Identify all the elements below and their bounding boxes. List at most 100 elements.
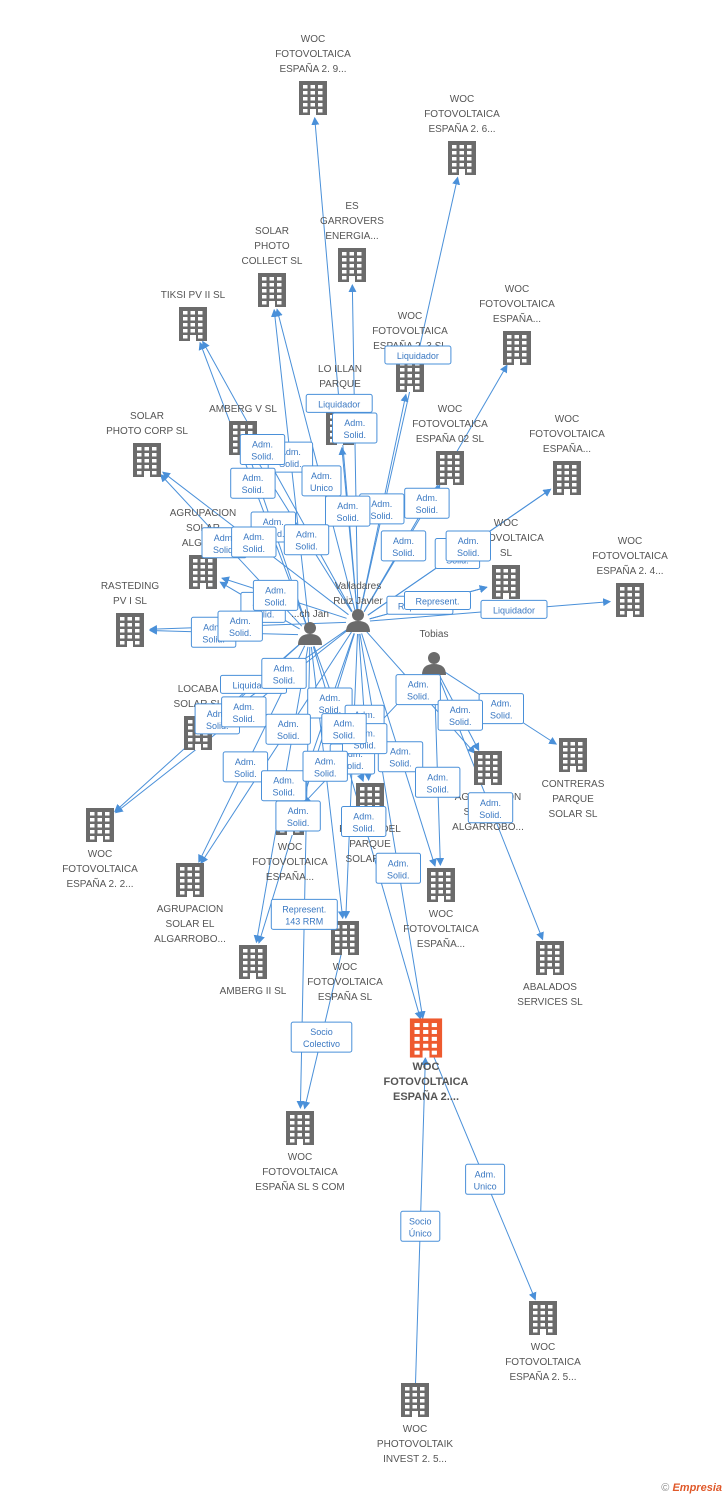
person-node-p3[interactable]: Tobias bbox=[420, 629, 449, 675]
edge-label-box bbox=[302, 750, 348, 782]
node-label: PV I SL bbox=[113, 596, 147, 607]
person-icon bbox=[422, 652, 446, 675]
edge-label-text: Socio bbox=[310, 1027, 333, 1037]
edge-label-p3-n19[interactable]: Adm.Solid. bbox=[437, 699, 484, 731]
edge-label-p2-n16[interactable]: Adm.Solid. bbox=[217, 610, 263, 642]
edge-label-text: Solid. bbox=[202, 634, 225, 644]
edge-label-p2-n4[interactable]: Adm.Unico bbox=[301, 465, 342, 497]
company-node-n12[interactable]: WOCFOTOVOLTAICAESPAÑA... bbox=[529, 414, 605, 495]
edge-label-p2-n23[interactable]: Adm.Solid. bbox=[265, 713, 311, 745]
node-label: FOTOVOLTAICA bbox=[384, 1076, 469, 1088]
edge-label-box bbox=[404, 487, 450, 519]
edge-label-n28-n30[interactable]: Adm.Unico bbox=[465, 1163, 506, 1195]
edge-label-box bbox=[221, 696, 267, 728]
edge-label-box bbox=[222, 751, 269, 783]
edge-p2-n3 bbox=[348, 283, 359, 611]
node-label: CONTRERAS bbox=[542, 779, 605, 790]
footer-brand[interactable]: © Empresia bbox=[661, 1482, 722, 1494]
edge-label-p1-n22[interactable]: Adm.Solid. bbox=[321, 713, 367, 745]
edge-label-text: Solid. bbox=[233, 714, 256, 724]
edge-label-p2-n14[interactable]: Represent. bbox=[404, 591, 471, 610]
edge-label-p2-n19[interactable]: Adm.Solid. bbox=[395, 674, 441, 706]
edge-label-text: Solid. bbox=[213, 545, 236, 555]
edge-label-p2-n7[interactable]: Adm.Solid. bbox=[404, 487, 450, 519]
edge-label-p3-n25[interactable]: Adm.Solid. bbox=[467, 792, 514, 824]
edge-label-p2-n20[interactable]: Adm.Solid. bbox=[221, 696, 267, 728]
edge-label-p3-n24[interactable]: Adm.Solid. bbox=[415, 766, 461, 798]
edge-label-p2-n13[interactable]: Adm.Solid. bbox=[252, 579, 299, 611]
edge-label-p1-n29[interactable]: Represent.143 RRM bbox=[270, 898, 338, 930]
company-node-n7[interactable]: WOCFOTOVOLTAICAESPAÑA... bbox=[479, 284, 555, 365]
company-node-n3[interactable]: ESGARROVERSENERGIA... bbox=[320, 201, 384, 282]
edge-label-text: Adm. bbox=[333, 719, 354, 729]
edge-label-p2-n9[interactable]: Adm.Solid. bbox=[283, 524, 330, 556]
edge-label-p2-n11[interactable]: Adm.Solid. bbox=[380, 530, 427, 562]
company-node-n26[interactable]: AMBERG II SL bbox=[220, 945, 287, 997]
edge-label-p1-n27[interactable]: Adm.Solid. bbox=[302, 750, 348, 782]
node-label: FOTOVOLTAICA bbox=[62, 864, 138, 875]
node-label: WOC bbox=[413, 1061, 440, 1073]
node-label: WOC bbox=[494, 518, 518, 529]
edge-label-p1-n5[interactable]: Adm.Solid. bbox=[230, 467, 276, 499]
edge-label-p1-n28[interactable]: Adm.Solid. bbox=[341, 806, 387, 837]
edge-label-box bbox=[467, 792, 514, 824]
edge-label-text: Solid. bbox=[277, 731, 300, 741]
edge-label-box bbox=[321, 713, 367, 745]
edge-label-p1-n23[interactable]: Adm.Solid. bbox=[222, 751, 269, 783]
edge-label-p2-n2[interactable]: Liquidador bbox=[384, 345, 452, 365]
edge-p2-n28 bbox=[359, 633, 426, 1020]
edge-label-text: Solid. bbox=[457, 548, 480, 558]
edge-label-p2-n10[interactable]: Adm.Solid. bbox=[231, 526, 277, 558]
edge-label-p2-n24[interactable]: Adm.Solid. bbox=[377, 741, 424, 773]
edge-label-p2-n1[interactable]: Liquidador bbox=[305, 393, 373, 413]
edge-label-text: Solid. bbox=[490, 711, 513, 721]
edge-label-text: Adm. bbox=[480, 798, 501, 808]
edge-label-box bbox=[283, 524, 330, 556]
node-label: COLLECT SL bbox=[242, 256, 303, 267]
node-label: SOLAR EL bbox=[166, 919, 215, 930]
edge-label-p2-n28[interactable]: Adm.Solid. bbox=[375, 852, 422, 884]
building-icon bbox=[492, 565, 520, 599]
company-node-n5[interactable]: TIKSI PV II SL bbox=[161, 290, 226, 341]
edge-label-p2-n15[interactable]: Liquidador bbox=[480, 599, 548, 619]
edge-label-box bbox=[445, 530, 492, 562]
edge-label-p2-n6[interactable]: Adm.Solid. bbox=[359, 493, 405, 525]
edge-label-p2-n8[interactable]: Adm.Solid. bbox=[325, 495, 371, 527]
edge-label-text: Solid. bbox=[407, 692, 430, 702]
edge-label-box bbox=[341, 806, 387, 837]
edge-label-p2-n12[interactable]: Adm.Solid. bbox=[445, 530, 492, 562]
company-node-n24[interactable]: WOCFOTOVOLTAICAESPAÑA... bbox=[403, 868, 479, 950]
building-icon bbox=[239, 945, 267, 979]
edge-label-p2-n21[interactable]: Adm.Solid. bbox=[307, 687, 353, 719]
person-node-p1[interactable]: ...ch Jan bbox=[291, 609, 329, 645]
edge-label-p1-n26[interactable]: Adm.Solid. bbox=[261, 770, 307, 802]
edge-label-p2-n26[interactable]: Adm.Solid. bbox=[275, 800, 321, 832]
node-label: ESPAÑA 02 SL bbox=[416, 432, 485, 445]
edge-label-p3-n18[interactable]: Adm.Solid. bbox=[478, 693, 525, 725]
edge-label-p2-n5[interactable]: Adm.Solid. bbox=[239, 434, 286, 465]
edge-label-p2-n17[interactable]: Adm.Solid. bbox=[261, 657, 307, 689]
node-label: FOTOVOLTAICA bbox=[275, 49, 351, 60]
building-icon bbox=[616, 583, 644, 617]
edge-label-p2-n3[interactable]: Adm.Solid. bbox=[332, 412, 378, 444]
